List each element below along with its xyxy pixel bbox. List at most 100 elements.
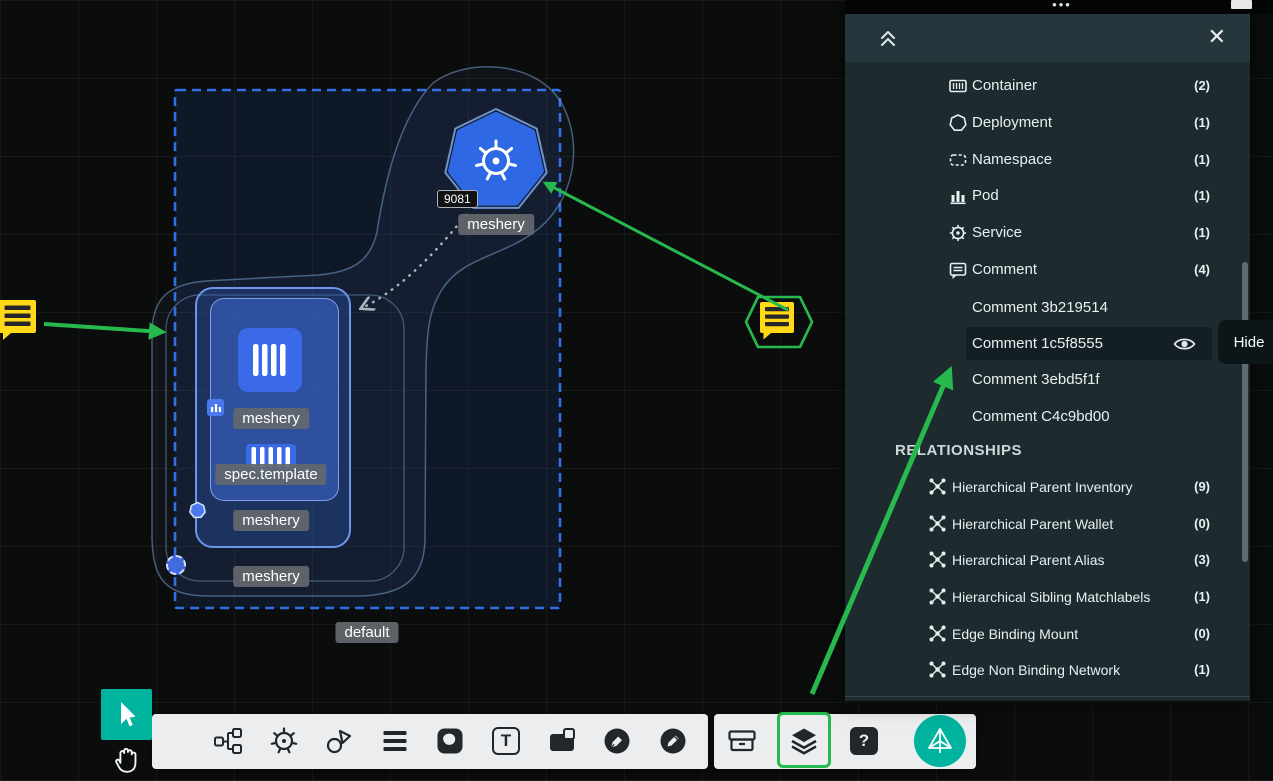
- component-count: (1): [1194, 152, 1210, 167]
- component-count: (2): [1194, 78, 1210, 93]
- relationship-count: (9): [1194, 479, 1210, 494]
- relationship-row[interactable]: Edge Non Binding Network (1): [845, 654, 1250, 686]
- relationship-count: (3): [1194, 552, 1210, 567]
- relationship-label: Hierarchical Parent Alias: [952, 552, 1105, 568]
- pen-icon: [604, 728, 630, 754]
- blob-icon: [437, 728, 463, 754]
- collapse-panel-button[interactable]: [877, 27, 901, 51]
- comment-list-item[interactable]: Comment 3b219514: [845, 292, 1250, 324]
- panel-row-deployment[interactable]: Deployment (1): [845, 107, 1250, 139]
- comment-lines-icon: [383, 731, 407, 751]
- relationship-label: Hierarchical Parent Inventory: [952, 479, 1133, 495]
- relationship-icon: [928, 660, 947, 683]
- component-label: Pod: [972, 187, 999, 204]
- flow-tool[interactable]: [206, 719, 250, 763]
- port-badge: 9081: [437, 190, 478, 208]
- component-label: Container: [972, 77, 1038, 94]
- relationship-label: Edge Non Binding Network: [952, 662, 1121, 678]
- select-tool[interactable]: [101, 689, 152, 740]
- panel-row-pod[interactable]: Pod (1): [845, 180, 1250, 212]
- spec-template-label: spec.template: [215, 464, 327, 485]
- elements-panel: ✕ Container (2) Deployment (1) Namespace…: [845, 5, 1250, 701]
- pen-tool[interactable]: [595, 719, 639, 763]
- pod-icon: [948, 186, 968, 210]
- window-fragment: [1231, 0, 1252, 9]
- question-mark-icon: ?: [850, 727, 878, 755]
- deployment-badge-icon: [189, 501, 206, 519]
- relationship-icon: [928, 550, 947, 573]
- relationship-row[interactable]: Hierarchical Parent Wallet (0): [845, 508, 1250, 540]
- eye-icon: [1172, 338, 1196, 350]
- help-button[interactable]: ?: [842, 719, 886, 763]
- layers-icon: [791, 728, 817, 755]
- text-tool[interactable]: T: [484, 719, 528, 763]
- panel-top-strip: •••: [845, 0, 1273, 14]
- container-node-label: meshery: [233, 408, 309, 429]
- relationship-label: Hierarchical Parent Wallet: [952, 516, 1114, 532]
- close-panel-button[interactable]: ✕: [1207, 24, 1226, 49]
- component-label: Comment: [972, 261, 1038, 278]
- comment-icon: [948, 260, 968, 284]
- relationship-count: (0): [1194, 626, 1210, 641]
- relationship-count: (0): [1194, 516, 1210, 531]
- kubernetes-components-tool[interactable]: [262, 719, 306, 763]
- hide-visibility-toggle[interactable]: [1171, 332, 1197, 356]
- relationship-icon: [928, 514, 947, 537]
- panel-row-comment[interactable]: Comment (4): [845, 254, 1250, 286]
- hide-tooltip: Hide: [1218, 320, 1273, 364]
- relationship-icon: [928, 624, 947, 647]
- media-tool[interactable]: [540, 719, 584, 763]
- meshery-logo-icon: [928, 728, 952, 753]
- sketch-shape-tool[interactable]: [428, 719, 472, 763]
- more-options-icon[interactable]: •••: [1052, 0, 1072, 12]
- comment-label: Comment C4c9bd00: [972, 408, 1110, 425]
- comment-label: Comment 1c5f8555: [972, 335, 1103, 352]
- shapes-icon: [326, 729, 352, 754]
- component-count: (1): [1194, 225, 1210, 240]
- comment-list-item-highlighted[interactable]: Comment 1c5f8555: [845, 327, 1250, 360]
- deployment-node-label: meshery: [233, 566, 309, 587]
- double-chevron-up-icon: [880, 30, 896, 47]
- pencil-tool[interactable]: [651, 719, 695, 763]
- shapes-tool[interactable]: [317, 719, 361, 763]
- component-label: Service: [972, 224, 1023, 241]
- component-count: (4): [1194, 262, 1210, 277]
- panel-row-container[interactable]: Container (2): [845, 70, 1250, 102]
- comment-node-left[interactable]: [0, 299, 42, 343]
- relationship-row[interactable]: Hierarchical Sibling Matchlabels (1): [845, 581, 1250, 613]
- panel-row-namespace[interactable]: Namespace (1): [845, 144, 1250, 176]
- namespace-node-label: default: [335, 622, 399, 643]
- drawer-tool[interactable]: [720, 719, 764, 763]
- service-icon: [948, 223, 968, 247]
- comment-tool[interactable]: [373, 719, 417, 763]
- container-icon: [948, 76, 968, 100]
- comment-list-item[interactable]: Comment 3ebd5f1f: [845, 364, 1250, 396]
- comment-node-right[interactable]: [734, 289, 822, 355]
- relationship-count: (1): [1194, 589, 1210, 604]
- row-highlight: [966, 327, 1212, 360]
- container-bars-icon: [253, 344, 286, 376]
- relationships-header: RELATIONSHIPS: [895, 442, 1023, 459]
- pod-node-label: meshery: [233, 510, 309, 531]
- panel-scrollbar[interactable]: [1242, 262, 1248, 562]
- pencil-icon: [660, 728, 686, 754]
- relationship-icon: [928, 477, 947, 500]
- panel-divider: [845, 696, 1250, 697]
- pod-badge-icon: [207, 399, 224, 416]
- service-node-label: meshery: [458, 214, 534, 235]
- pan-tool[interactable]: [101, 740, 152, 781]
- relationship-row[interactable]: Edge Binding Mount (0): [845, 618, 1250, 650]
- text-tool-icon: T: [492, 727, 520, 755]
- relationship-label: Edge Binding Mount: [952, 626, 1079, 642]
- comment-list-item[interactable]: Comment C4c9bd00: [845, 401, 1250, 433]
- layers-tool[interactable]: [782, 719, 826, 763]
- relationship-row[interactable]: Hierarchical Parent Inventory (9): [845, 471, 1250, 503]
- component-count: (1): [1194, 188, 1210, 203]
- relationship-row[interactable]: Hierarchical Parent Alias (3): [845, 544, 1250, 576]
- component-count: (1): [1194, 115, 1210, 130]
- container-node[interactable]: [238, 328, 302, 392]
- panel-row-service[interactable]: Service (1): [845, 217, 1250, 249]
- meshery-button[interactable]: [914, 715, 966, 767]
- comment-label: Comment 3b219514: [972, 299, 1108, 316]
